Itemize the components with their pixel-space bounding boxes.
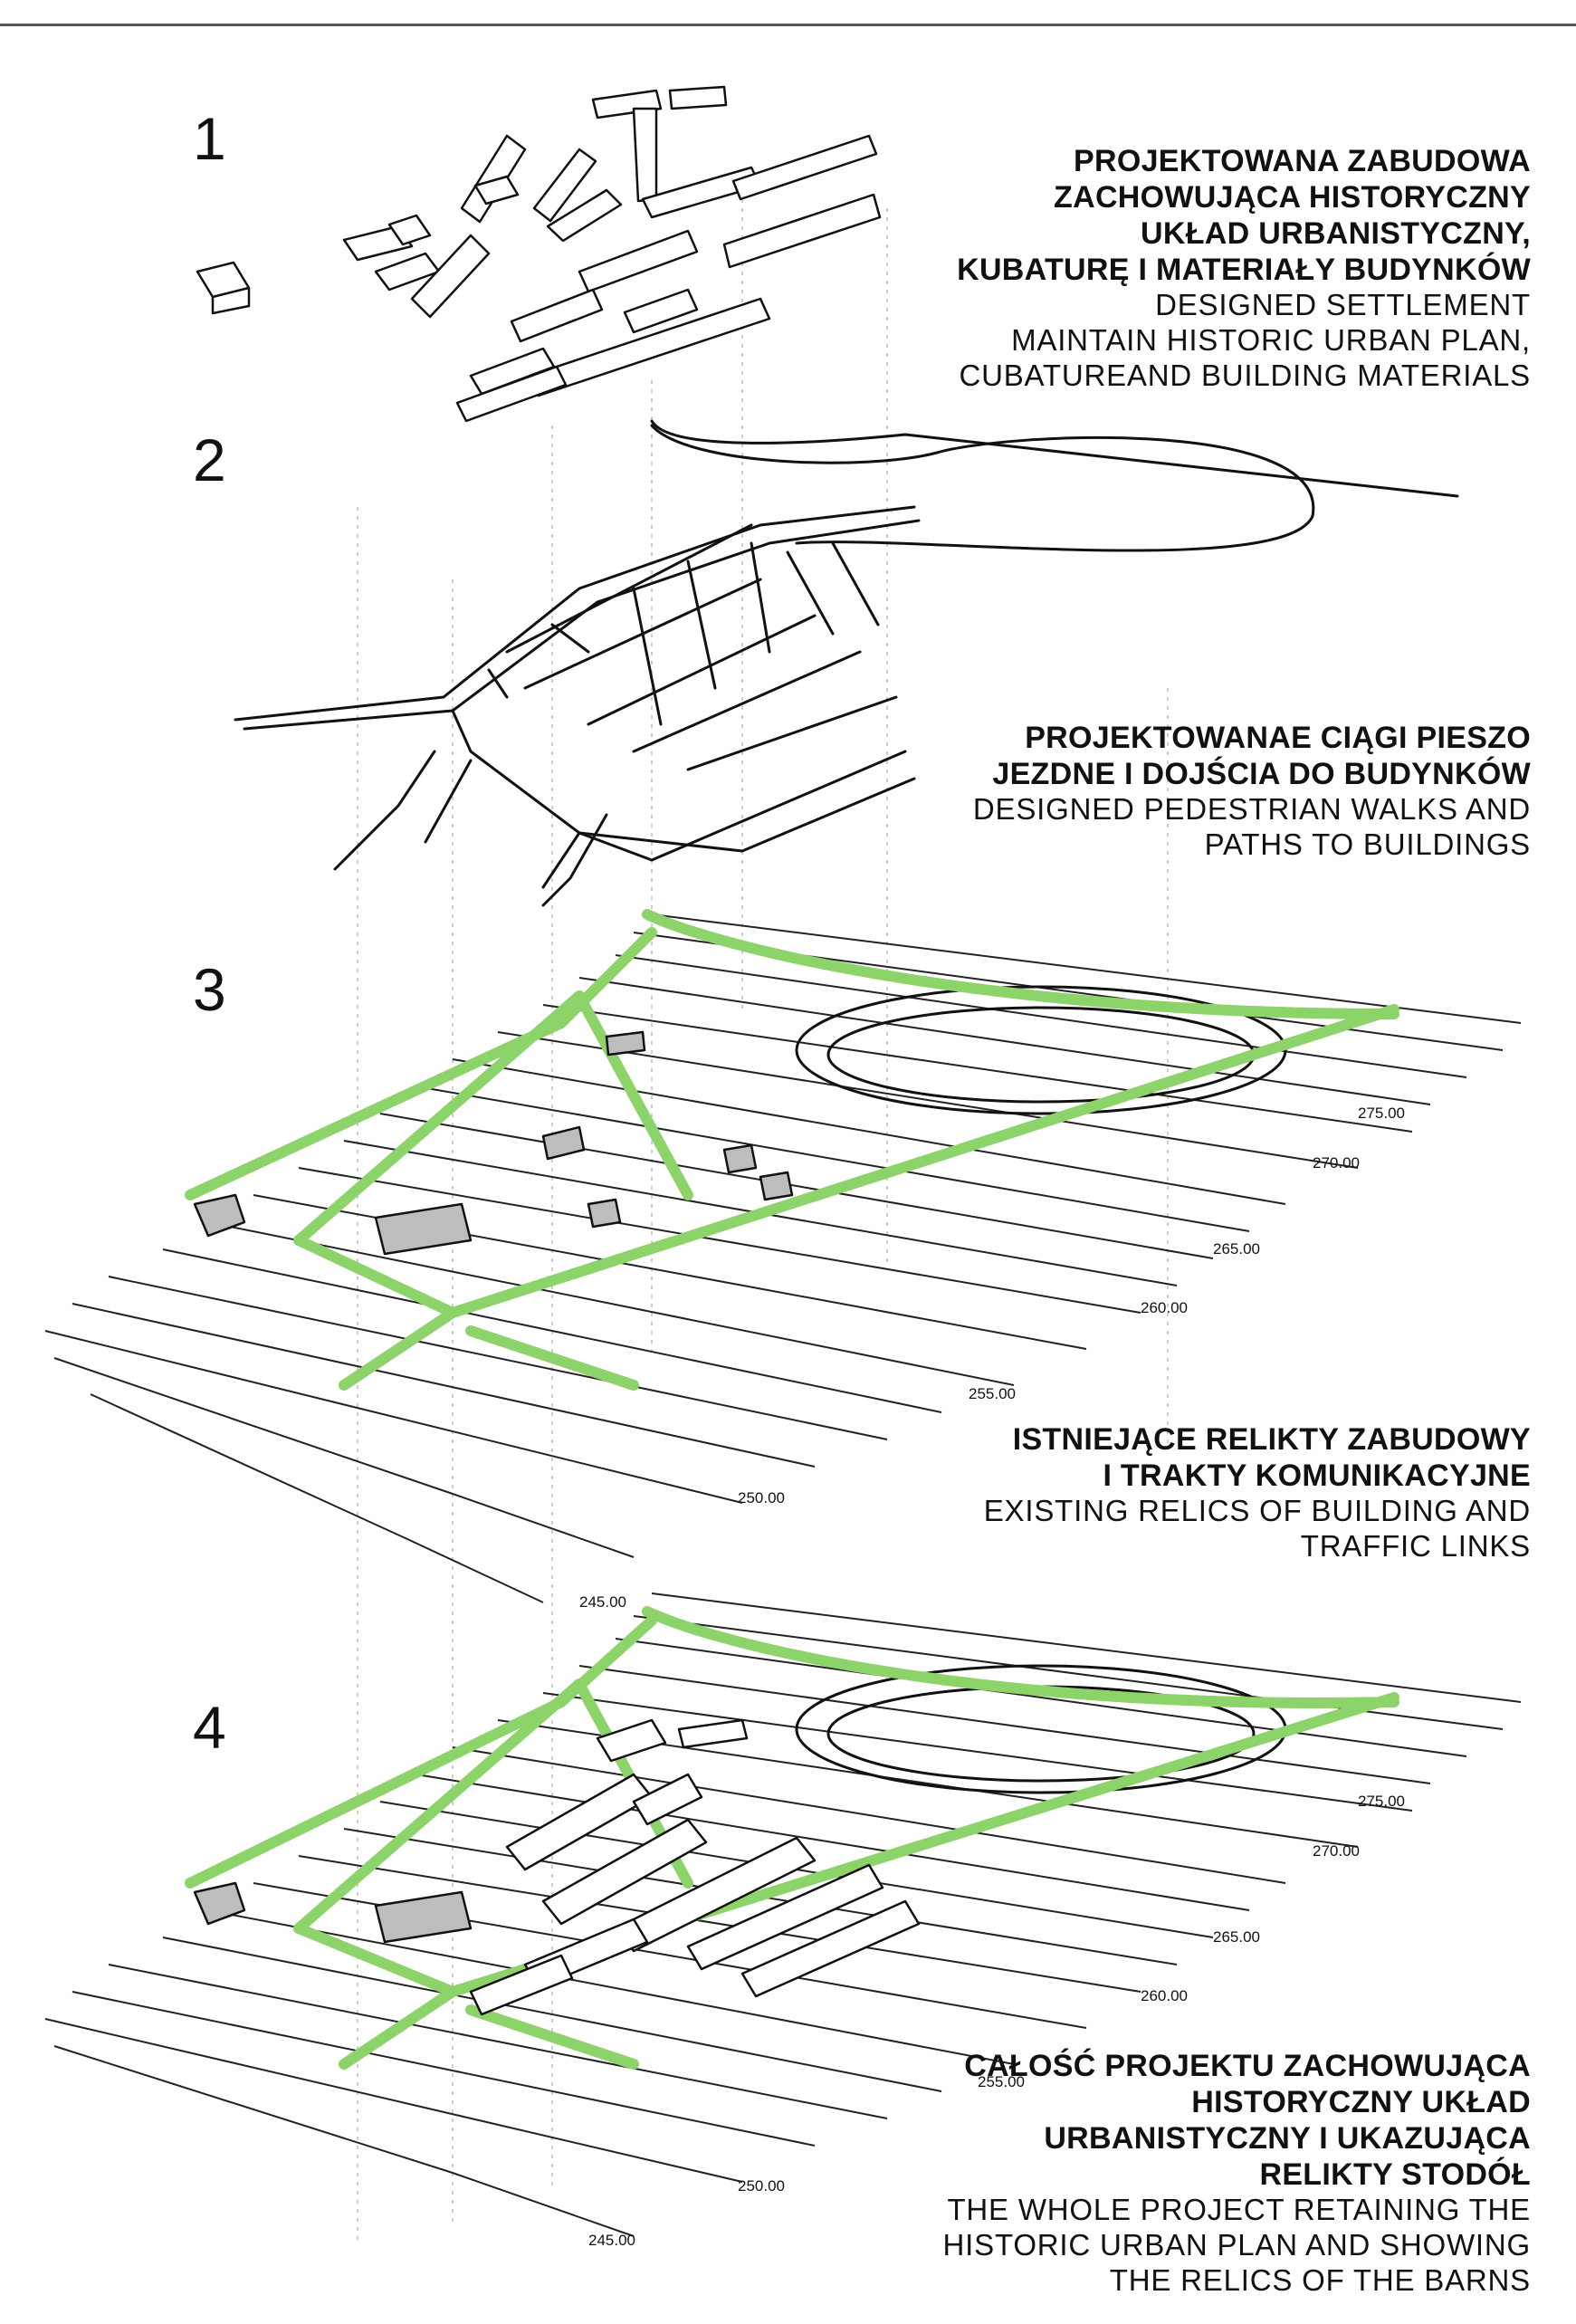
caption-en-line: THE WHOLE PROJECT RETAINING THE [947, 2193, 1531, 2227]
layer-1-buildings [196, 85, 882, 423]
contour-label: 265.00 [1213, 1240, 1260, 1258]
caption-en-line: DESIGNED PEDESTRIAN WALKS AND [972, 792, 1531, 827]
caption-en-line: MAINTAIN HISTORIC URBAN PLAN, [1011, 323, 1531, 358]
layer-4-caption: CAŁOŚĆ PROJEKTU ZACHOWUJĄCA HISTORYCZNY … [943, 2048, 1531, 2299]
contour-label: 245.00 [579, 1593, 626, 1611]
top-rule [0, 24, 1576, 26]
caption-pl-line: PROJEKTOWANAE CIĄGI PIESZO [1025, 721, 1531, 755]
contour-label: 255.00 [969, 1385, 1016, 1402]
caption-pl-line: KUBATURĘ I MATERIAŁY BUDYNKÓW [957, 253, 1531, 288]
layer-number-3: 3 [193, 956, 226, 1023]
layer-2-paths [234, 419, 1459, 907]
caption-pl-line: URBANISTYCZNY I UKAZUJĄCA [1044, 2121, 1531, 2157]
contour-label: 260.00 [1141, 1987, 1188, 2004]
contour-label: 255.00 [978, 2073, 1025, 2090]
contour-label: 270.00 [1313, 1842, 1360, 1860]
contour-label: 270.00 [1313, 1154, 1360, 1172]
layer-4-full-project [44, 1592, 1522, 2237]
caption-en-line: CUBATUREAND BUILDING MATERIALS [959, 359, 1531, 393]
contour-labels-layer-3: 275.00 270.00 265.00 260.00 255.00 250.0… [579, 1105, 1405, 1611]
contour-label: 275.00 [1358, 1793, 1405, 1810]
caption-pl-line: I TRAKTY KOMUNIKACYJNE [1103, 1458, 1531, 1494]
caption-pl-line: UKŁAD URBANISTYCZNY, [1141, 216, 1531, 252]
caption-pl-line: PROJEKTOWANA ZABUDOWA [1074, 144, 1531, 178]
caption-en-line: DESIGNED SETTLEMENT [1155, 288, 1531, 322]
layer-3-terrain [44, 909, 1522, 1603]
layer-2-caption: PROJEKTOWANAE CIĄGI PIESZO JEZDNE I DOJŚ… [973, 720, 1531, 863]
contour-label: 245.00 [588, 2232, 635, 2249]
contour-labels-layer-4: 275.00 270.00 265.00 260.00 255.00 250.0… [588, 1793, 1405, 2249]
layer-number-4: 4 [193, 1694, 226, 1761]
caption-en-line: TRAFFIC LINKS [1300, 1529, 1531, 1564]
layer-1-caption: PROJEKTOWANA ZABUDOWA ZACHOWUJĄCA HISTOR… [957, 143, 1531, 394]
contour-label: 250.00 [738, 1489, 785, 1506]
caption-pl-line: ZACHOWUJĄCA HISTORYCZNY [1054, 180, 1531, 215]
contour-label: 265.00 [1213, 1928, 1260, 1946]
layer-3-caption: ISTNIEJĄCE RELIKTY ZABUDOWY I TRAKTY KOM… [984, 1421, 1531, 1564]
caption-en-line: THE RELICS OF THE BARNS [1109, 2263, 1531, 2298]
contour-label: 260.00 [1141, 1299, 1188, 1316]
caption-en-line: PATHS TO BUILDINGS [1204, 827, 1531, 862]
layer-number-1: 1 [193, 105, 226, 172]
layer-number-2: 2 [193, 426, 226, 493]
caption-pl-line: JEZDNE I DOJŚCIA DO BUDYNKÓW [992, 757, 1531, 792]
caption-pl-line: RELIKTY STODÓŁ [1259, 2157, 1531, 2193]
contour-label: 275.00 [1358, 1105, 1405, 1122]
contour-label: 250.00 [738, 2177, 785, 2195]
caption-pl-line: HISTORYCZNY UKŁAD [1191, 2085, 1531, 2120]
caption-pl-line: CAŁOŚĆ PROJEKTU ZACHOWUJĄCA [964, 2049, 1531, 2083]
caption-pl-line: ISTNIEJĄCE RELIKTY ZABUDOWY [1012, 1422, 1531, 1457]
caption-en-line: EXISTING RELICS OF BUILDING AND [983, 1494, 1531, 1528]
caption-en-line: HISTORIC URBAN PLAN AND SHOWING [942, 2228, 1531, 2262]
